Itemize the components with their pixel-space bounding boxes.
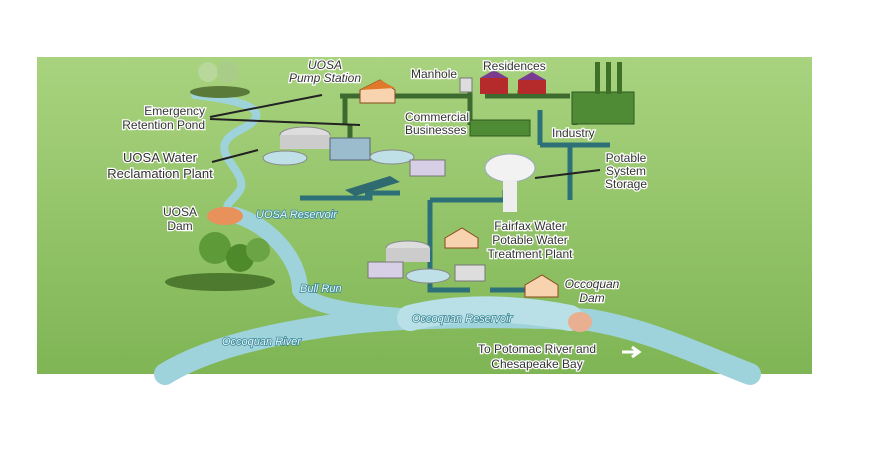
residences-icon bbox=[480, 70, 546, 94]
label-industry: Industry bbox=[552, 126, 595, 140]
buildings bbox=[207, 62, 642, 359]
commercial-icon bbox=[469, 119, 531, 137]
label-uosa-reservoir: UOSA Reservoir bbox=[256, 209, 338, 221]
label-occoquan-reservoir: Occoquan Reservoir bbox=[412, 313, 514, 325]
leader-lines bbox=[209, 94, 601, 179]
manhole-icon bbox=[459, 77, 473, 93]
fairfax-plant-icon bbox=[367, 227, 486, 284]
rivers bbox=[154, 91, 761, 385]
uosa-dam-icon bbox=[207, 207, 243, 225]
arrow-right-icon bbox=[622, 345, 642, 359]
trees-icon bbox=[165, 61, 275, 291]
pump-station-icon bbox=[359, 79, 396, 104]
reclamation-plant-icon bbox=[262, 126, 446, 196]
industry-icon bbox=[571, 62, 635, 125]
label-bull-run: Bull Run bbox=[300, 283, 342, 295]
water-tower-icon bbox=[484, 153, 536, 212]
occoquan-dam-building-icon bbox=[524, 274, 559, 298]
label-occoquan-river: Occoquan River bbox=[222, 336, 302, 348]
occoquan-reservoir bbox=[397, 296, 583, 331]
label-manhole: Manhole bbox=[411, 67, 457, 81]
label-residences: Residences bbox=[483, 59, 546, 73]
occoquan-dam-icon bbox=[568, 312, 592, 332]
upper-stream bbox=[191, 91, 261, 219]
